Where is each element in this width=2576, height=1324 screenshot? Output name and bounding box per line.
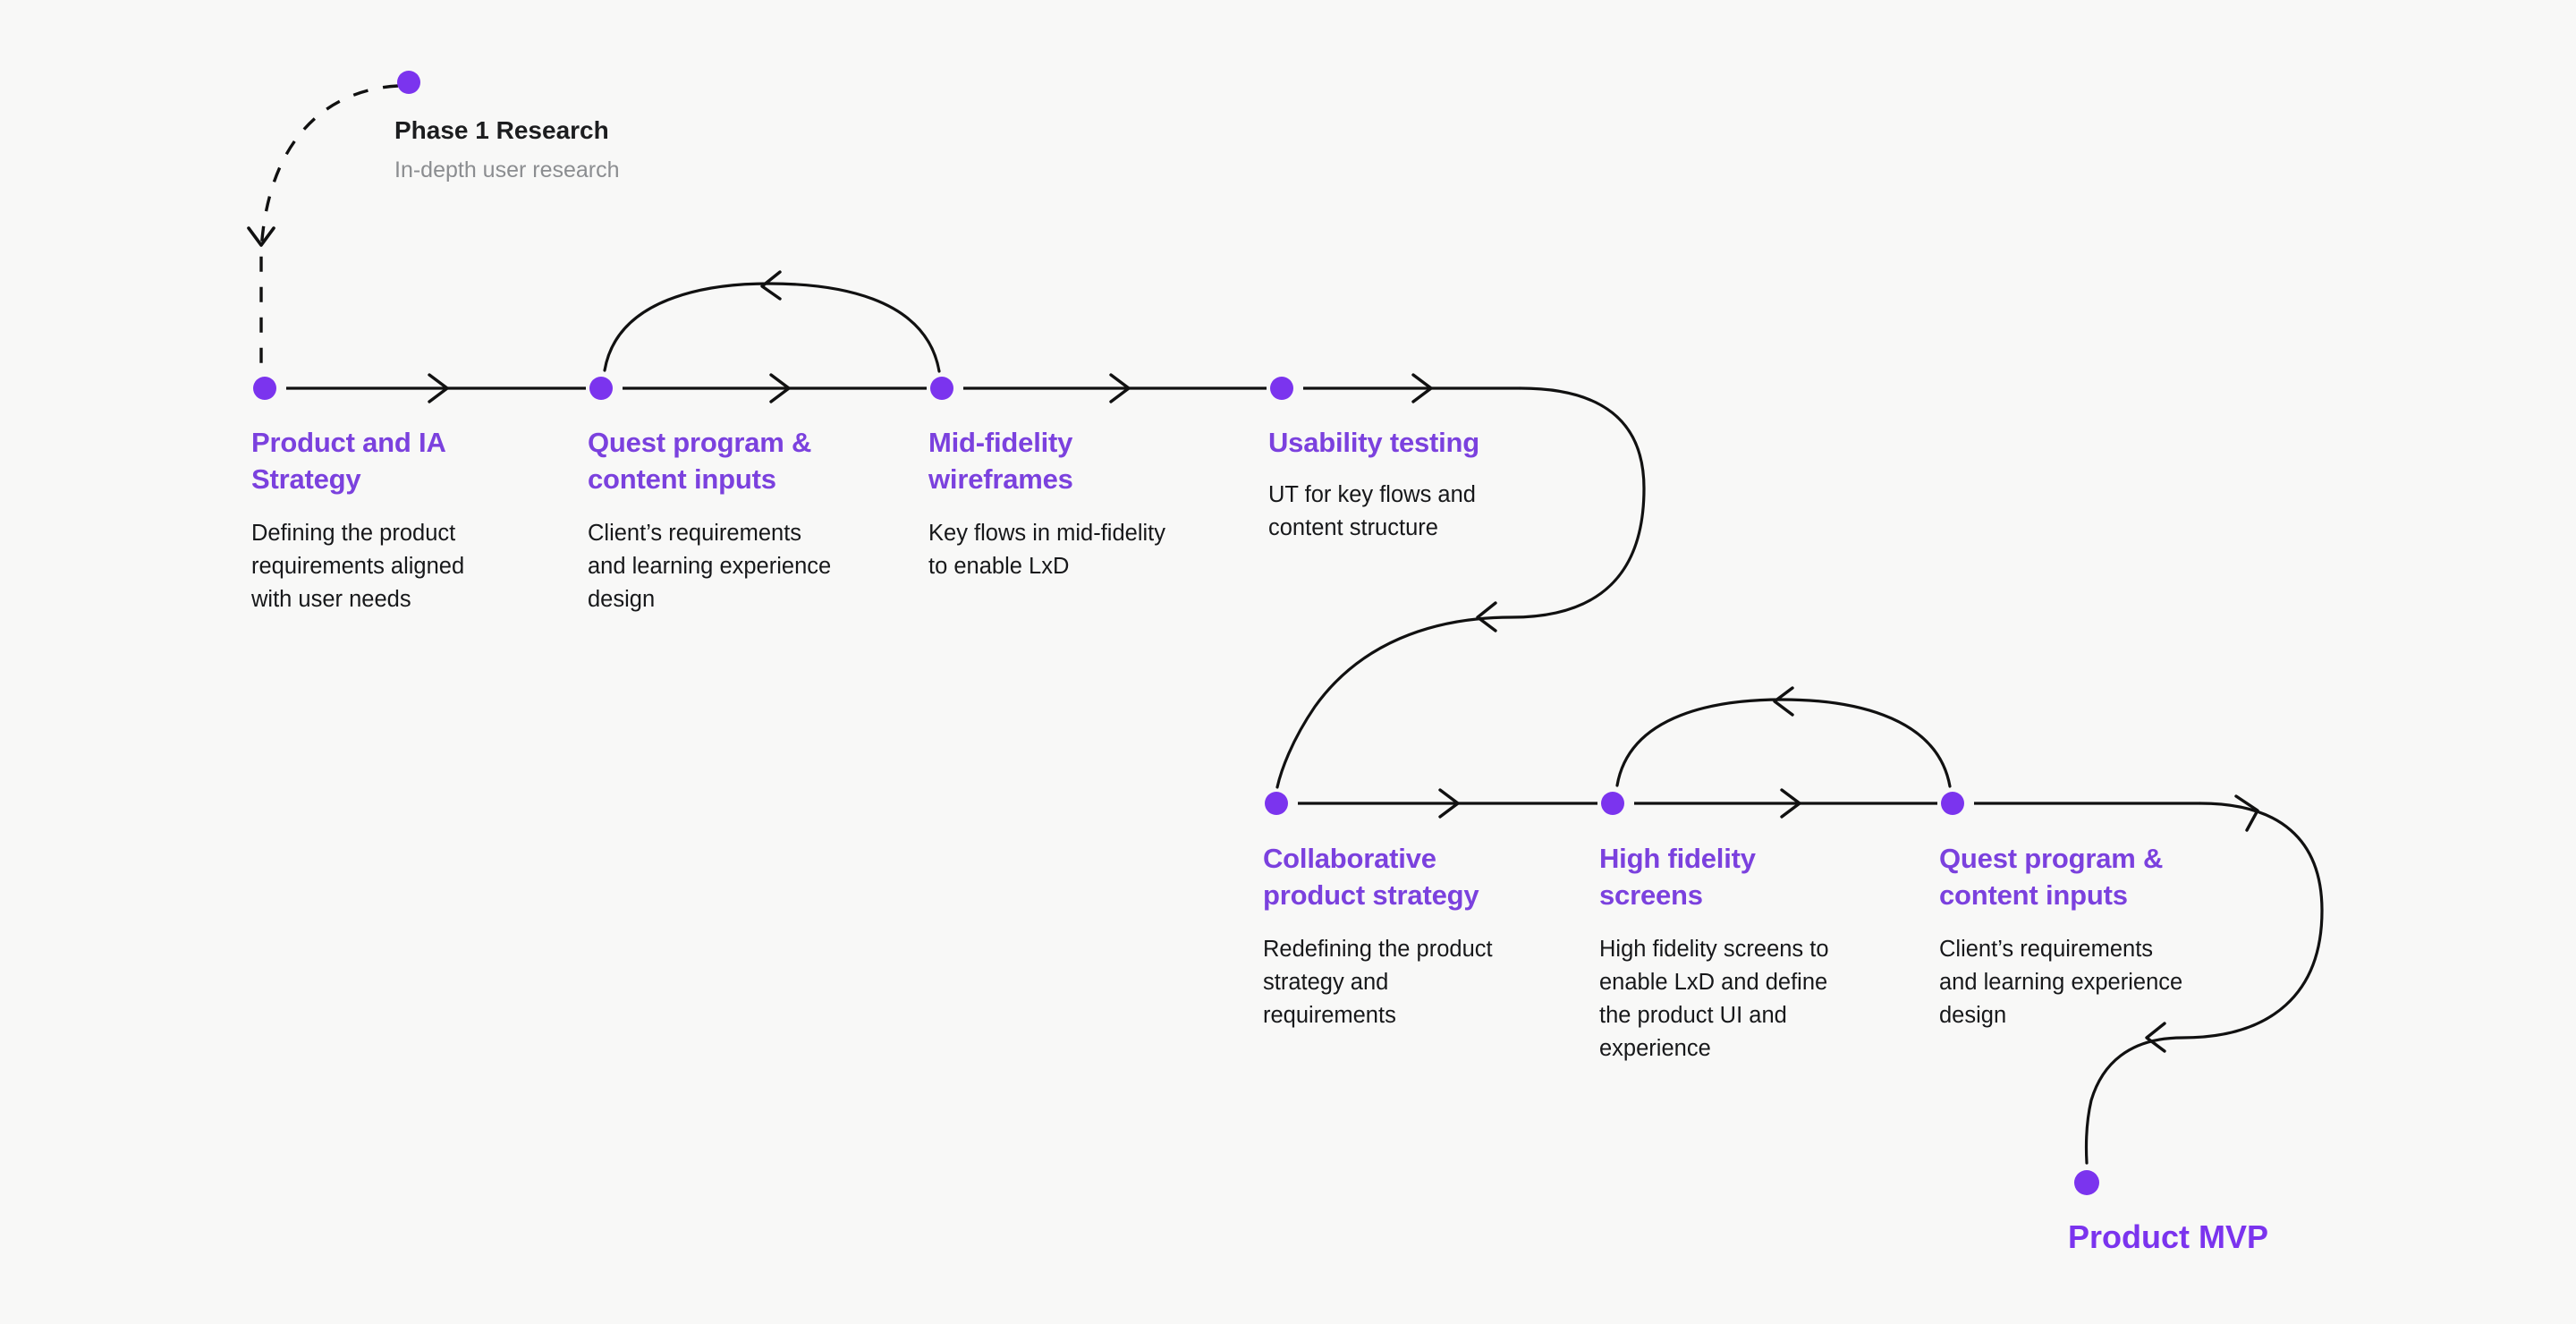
row1-to-row2-arrowhead xyxy=(1476,601,1497,632)
row2-feedback-arrowhead xyxy=(1773,686,1794,717)
dashed-entry-connector xyxy=(259,84,399,376)
node-title-high-fidelity-screens: High fidelity screens xyxy=(1599,843,1756,912)
dashed-entry-arrowhead xyxy=(247,226,275,247)
row1-exit-arrowhead xyxy=(1411,373,1433,403)
node-product-mvp[interactable] xyxy=(2074,1170,2099,1195)
label-product-mvp: Product MVP xyxy=(2068,1217,2372,1259)
node-mid-fidelity-wireframes[interactable] xyxy=(930,377,953,400)
node-title-quest-program-2: Quest program & content inputs xyxy=(1939,843,2164,912)
label-quest-program-content-inputs-2: Quest program & content inputs Client’s … xyxy=(1939,840,2243,1032)
node-usability-testing[interactable] xyxy=(1270,377,1293,400)
row1-arrowhead-1 xyxy=(428,373,449,403)
label-mid-fidelity-wireframes: Mid-fidelity wireframes Key flows in mid… xyxy=(928,424,1233,583)
label-phase-1-research: Phase 1 Research In-depth user research xyxy=(394,115,770,186)
node-title-product-mvp: Product MVP xyxy=(2068,1218,2269,1255)
node-title-collaborative-product-strategy: Collaborative product strategy xyxy=(1263,843,1479,912)
node-title-quest-program-1: Quest program & content inputs xyxy=(588,427,812,496)
row1-arrowhead-3 xyxy=(1109,373,1131,403)
node-desc-mid-fidelity-wireframes: Key flows in mid-fidelity to enable LxD xyxy=(928,521,1165,580)
row2-arrowhead-2 xyxy=(1780,788,1801,819)
label-usability-testing: Usability testing UT for key flows and c… xyxy=(1268,424,1563,545)
row1-arrowhead-2 xyxy=(769,373,791,403)
node-title-product-and-ia-strategy: Product and IA Strategy xyxy=(251,427,446,496)
node-desc-quest-program-1: Client’s requirements and learning exper… xyxy=(588,521,832,612)
label-collaborative-product-strategy: Collaborative product strategy Redefinin… xyxy=(1263,840,1540,1032)
node-desc-quest-program-2: Client’s requirements and learning exper… xyxy=(1939,937,2183,1028)
node-quest-program-content-inputs-2[interactable] xyxy=(1941,792,1964,815)
final-wrap-arrowhead-top xyxy=(2234,794,2259,832)
node-product-and-ia-strategy[interactable] xyxy=(253,377,276,400)
node-desc-product-and-ia-strategy: Defining the product requirements aligne… xyxy=(251,521,465,612)
phase-1-subtitle: In-depth user research xyxy=(394,157,620,183)
node-high-fidelity-screens[interactable] xyxy=(1601,792,1624,815)
node-title-mid-fidelity-wireframes: Mid-fidelity wireframes xyxy=(928,427,1073,496)
row1-feedback-arc xyxy=(603,282,941,373)
row2-feedback-arc xyxy=(1615,698,1952,788)
node-quest-program-content-inputs-1[interactable] xyxy=(589,377,613,400)
node-desc-usability-testing: UT for key flows and content structure xyxy=(1268,482,1476,540)
label-product-and-ia-strategy: Product and IA Strategy Defining the pro… xyxy=(251,424,520,616)
node-title-usability-testing: Usability testing xyxy=(1268,427,1480,458)
label-high-fidelity-screens: High fidelity screens High fidelity scre… xyxy=(1599,840,1885,1065)
row1-feedback-arrowhead xyxy=(760,270,782,301)
node-phase-1-research[interactable] xyxy=(397,71,420,94)
label-quest-program-content-inputs-1: Quest program & content inputs Client’s … xyxy=(588,424,883,616)
node-desc-high-fidelity-screens: High fidelity screens to enable LxD and … xyxy=(1599,937,1829,1061)
node-desc-collaborative-product-strategy: Redefining the product strategy and requ… xyxy=(1263,937,1493,1028)
node-collaborative-product-strategy[interactable] xyxy=(1265,792,1288,815)
phase-1-title: Phase 1 Research xyxy=(394,116,609,144)
row2-arrowhead-1 xyxy=(1438,788,1460,819)
